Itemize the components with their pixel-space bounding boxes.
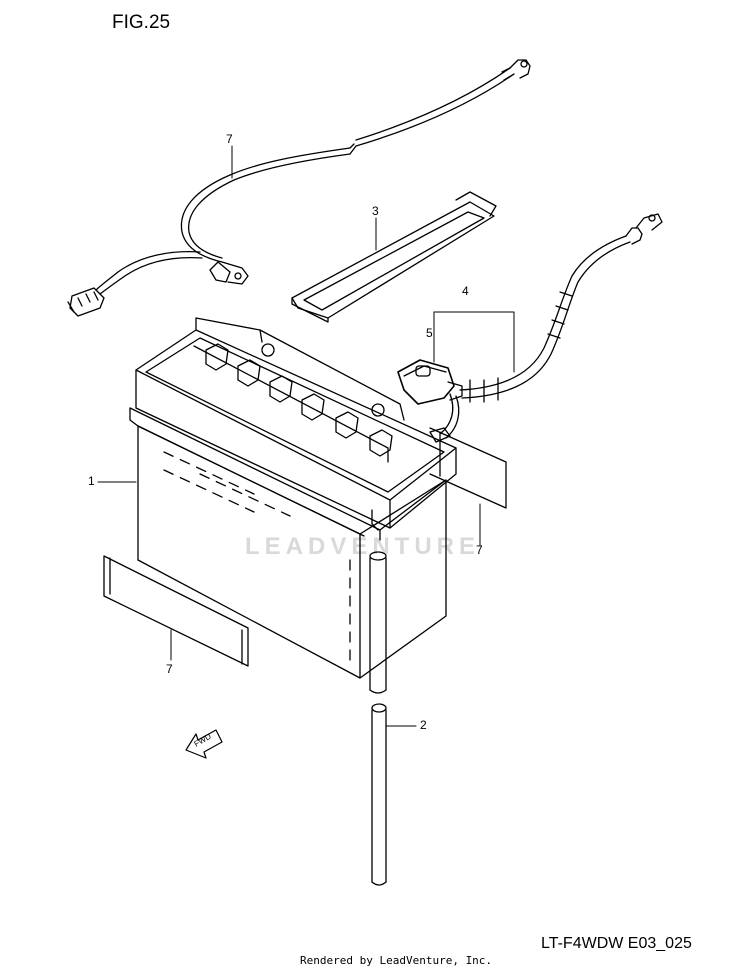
part-1-battery (129, 317, 457, 679)
figure-title: FIG.25 (112, 12, 171, 33)
callout-7-right: 7 (476, 543, 483, 557)
callout-7-left: 7 (166, 662, 173, 676)
callout-6: 7 (226, 132, 233, 146)
callout-5: 5 (426, 326, 433, 340)
fwd-arrow-icon (185, 729, 223, 759)
callout-3: 3 (372, 204, 379, 218)
callout-2: 2 (420, 718, 427, 732)
part-6-cable (67, 59, 531, 317)
callout-1: 1 (88, 474, 95, 488)
part-7-pads (103, 427, 507, 667)
callout-4: 4 (462, 284, 469, 298)
footer-credit: Rendered by LeadVenture, Inc. (300, 954, 493, 967)
part-3-band (291, 191, 497, 323)
part-4-cable (397, 213, 663, 443)
part-2-tube (369, 509, 387, 886)
leader-lines (97, 145, 515, 727)
model-code: LT-F4WDW E03_025 (541, 935, 692, 952)
